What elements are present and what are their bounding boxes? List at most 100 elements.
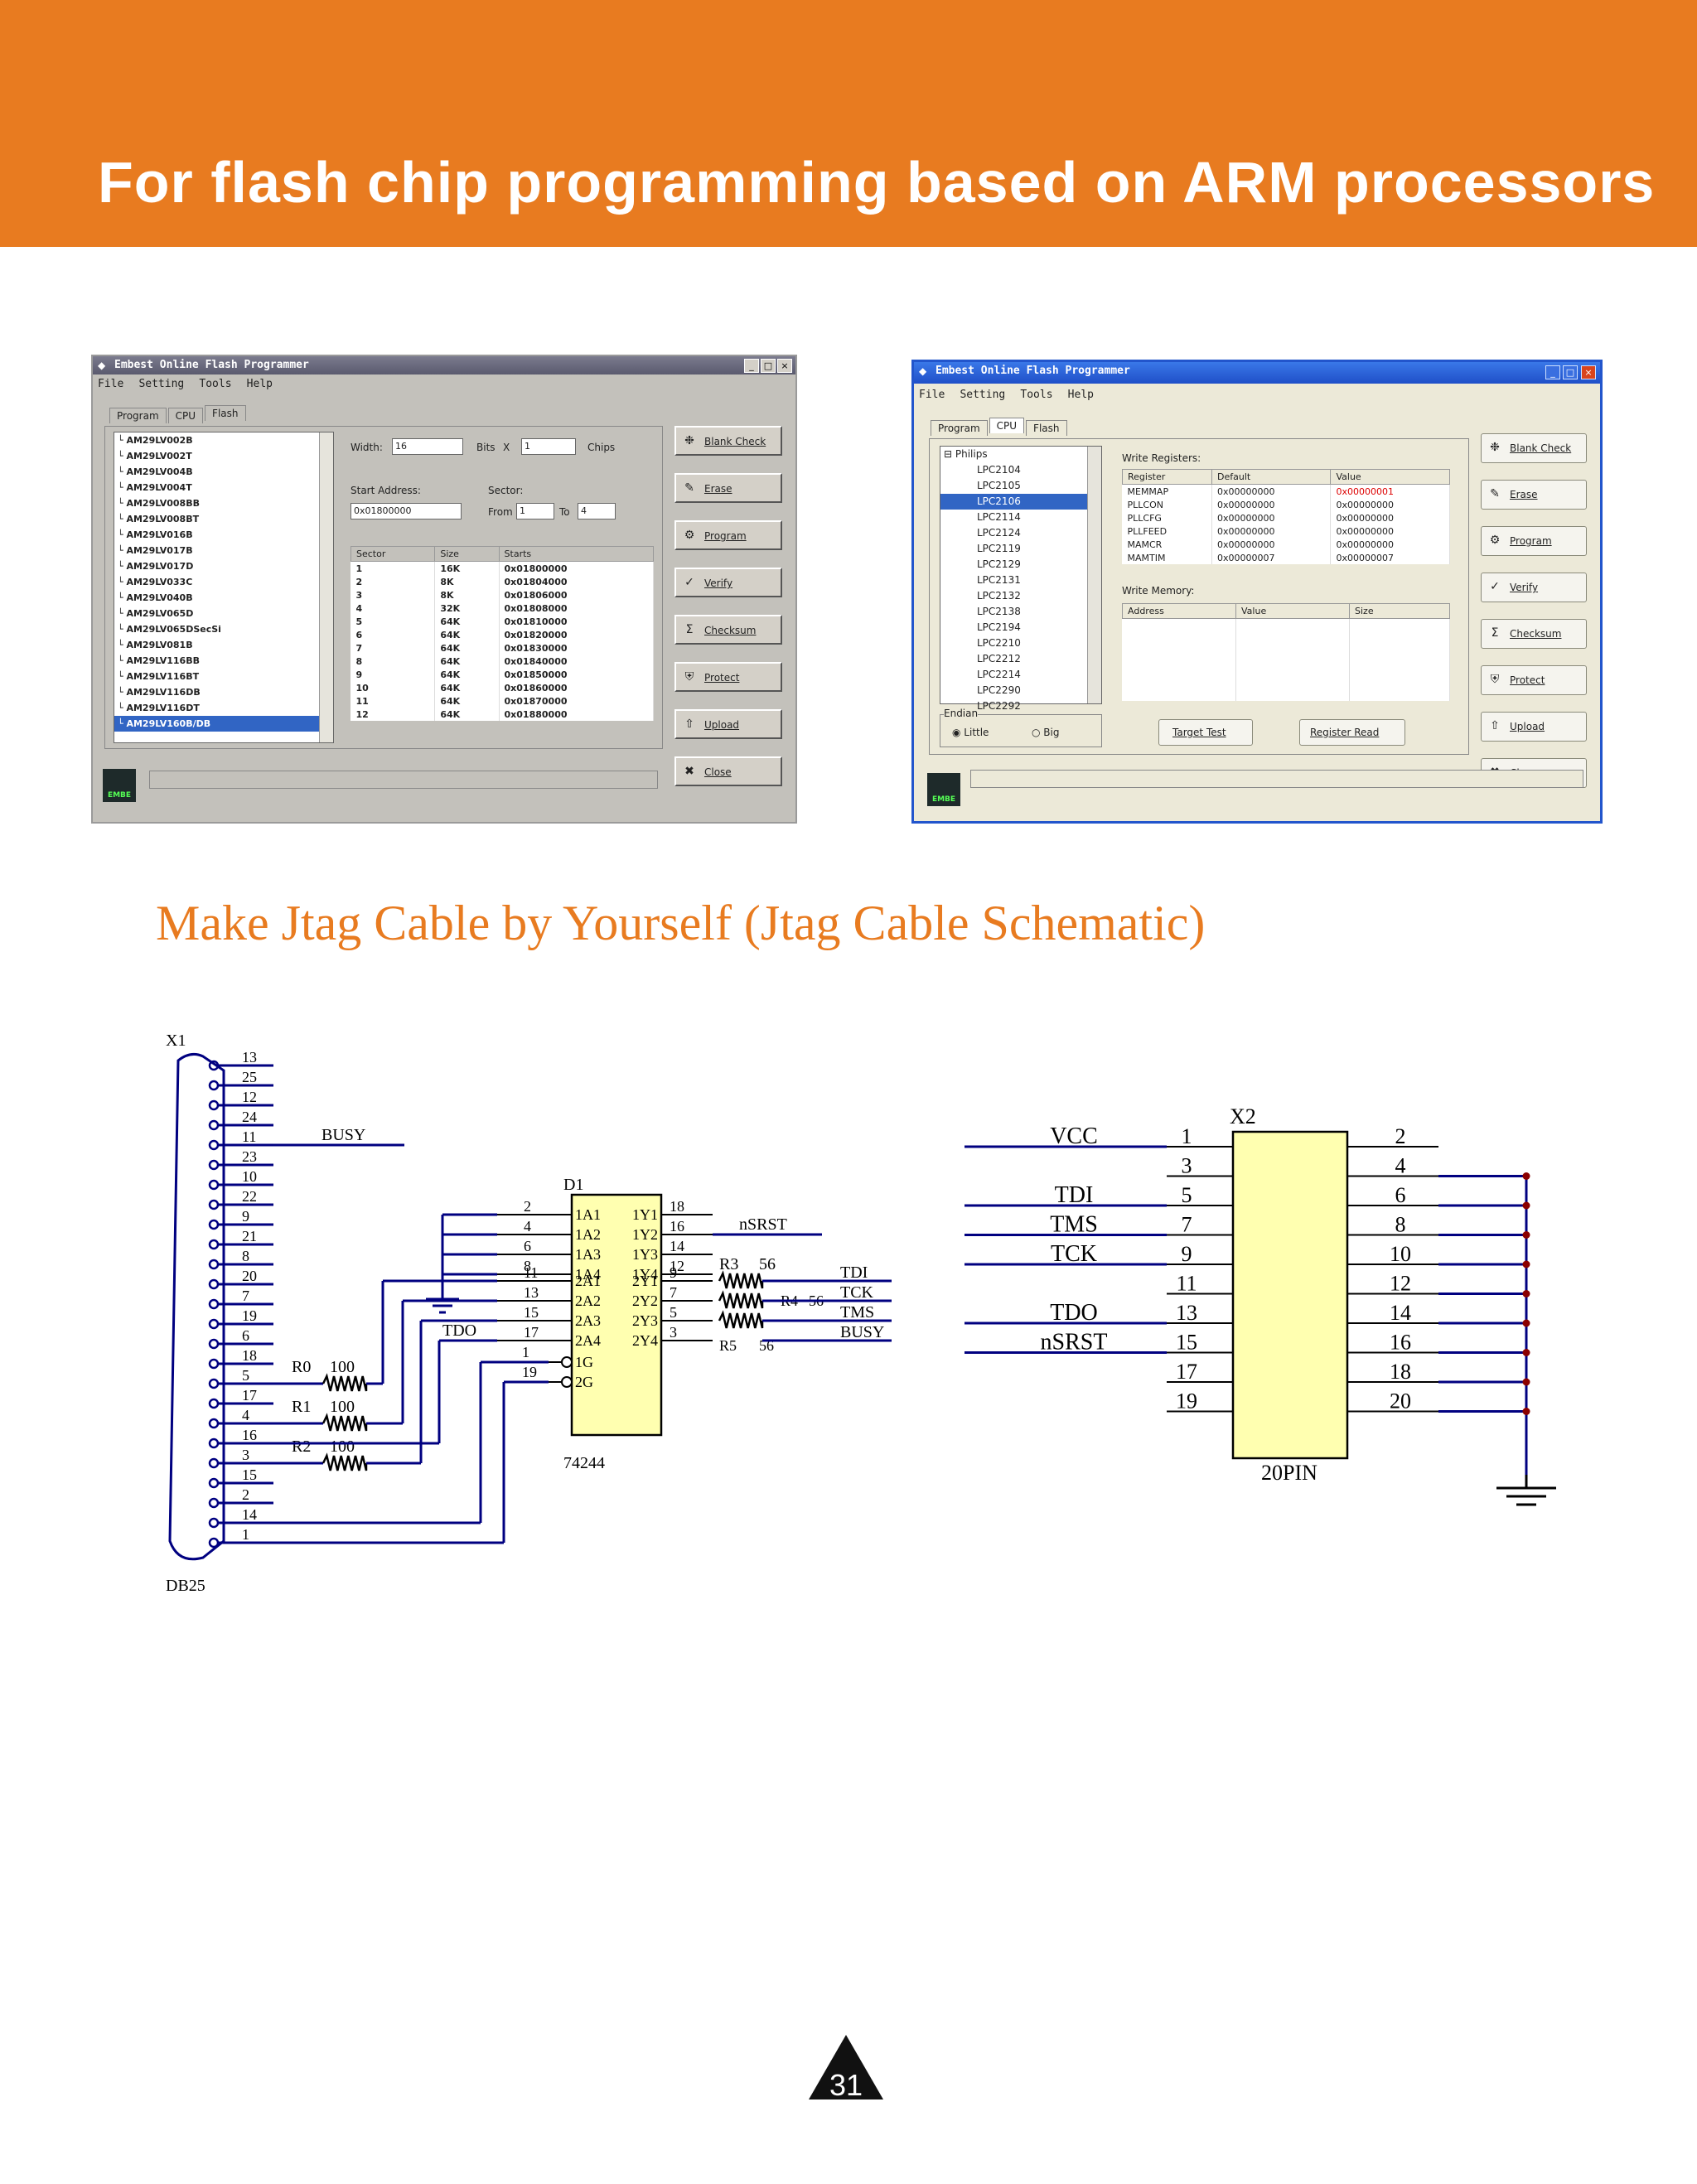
cpu-item-lpc2290[interactable]: LPC2290 (977, 684, 1021, 696)
column-default[interactable]: Default (1211, 469, 1332, 485)
cpu-item-lpc2132[interactable]: LPC2132 (977, 590, 1021, 602)
chip-item-am29lv004t[interactable]: └ AM29LV004T (118, 482, 192, 493)
target-test-button[interactable]: Target Test (1158, 719, 1253, 746)
tab-cpu[interactable]: CPU (989, 418, 1025, 433)
upload-button[interactable]: ⇧Upload (1481, 712, 1587, 742)
chip-item-am29lv065d[interactable]: └ AM29LV065D (118, 608, 194, 619)
erase-button[interactable]: ✎Erase (674, 473, 782, 503)
verify-button[interactable]: ✓Verify (1481, 573, 1587, 602)
tab-cpu[interactable]: CPU (167, 408, 204, 423)
cpu-item-lpc2194[interactable]: LPC2194 (977, 621, 1021, 633)
minimize-button[interactable]: _ (744, 359, 759, 373)
register-read-button[interactable]: Register Read (1299, 719, 1405, 746)
from-input[interactable]: 1 (516, 503, 554, 519)
chip-item-am29lv016b[interactable]: └ AM29LV016B (118, 529, 193, 540)
chip-item-am29lv008bt[interactable]: └ AM29LV008BT (118, 514, 200, 524)
close-button[interactable]: × (1581, 365, 1596, 379)
cpu-item-lpc2210[interactable]: LPC2210 (977, 637, 1021, 649)
chip-list[interactable]: └ AM29LV002B└ AM29LV002T└ AM29LV004B└ AM… (114, 432, 334, 743)
close-button[interactable]: × (777, 359, 792, 373)
chip-item-am29lv081b[interactable]: └ AM29LV081B (118, 640, 193, 650)
menu-file[interactable]: File (98, 378, 124, 390)
cpu-item-lpc2106[interactable]: LPC2106 (940, 494, 1101, 510)
column-size[interactable]: Size (1349, 603, 1450, 619)
cpu-tree-scrollbar[interactable] (1087, 447, 1101, 703)
to-input[interactable]: 4 (578, 503, 616, 519)
menu-help[interactable]: Help (246, 378, 273, 390)
chip-item-am29lv008bb[interactable]: └ AM29LV008BB (118, 498, 200, 509)
endian-little-radio[interactable]: ◉ Little (952, 727, 989, 738)
close-button[interactable]: ✖Close (674, 756, 782, 786)
chip-item-am29lv033c[interactable]: └ AM29LV033C (118, 577, 193, 587)
cpu-item-lpc2138[interactable]: LPC2138 (977, 606, 1021, 617)
cpu-item-lpc2212[interactable]: LPC2212 (977, 653, 1021, 664)
chip-item-am29lv017b[interactable]: └ AM29LV017B (118, 545, 193, 556)
cpu-item-lpc2131[interactable]: LPC2131 (977, 574, 1021, 586)
menu-setting[interactable]: Setting (960, 389, 1006, 401)
tab-flash[interactable]: Flash (1026, 420, 1067, 436)
program-button[interactable]: ⚙Program (674, 520, 782, 550)
column-starts[interactable]: Starts (498, 546, 655, 562)
endian-big-radio[interactable]: ○ Big (1032, 727, 1060, 738)
cpu-item-lpc2104[interactable]: LPC2104 (977, 464, 1021, 476)
erase-button[interactable]: ✎Erase (1481, 480, 1587, 510)
width-select[interactable]: 16 (392, 438, 463, 455)
chip-list-scrollbar[interactable] (319, 432, 333, 742)
column-register[interactable]: Register (1122, 469, 1212, 485)
protect-button[interactable]: ⛨Protect (674, 662, 782, 692)
menu-tools[interactable]: Tools (1020, 389, 1053, 401)
cpu-item-lpc2105[interactable]: LPC2105 (977, 480, 1021, 491)
chip-item-am29lv002t[interactable]: └ AM29LV002T (118, 451, 192, 461)
chip-item-am29lv040b[interactable]: └ AM29LV040B (118, 592, 193, 603)
chip-item-am29lv017d[interactable]: └ AM29LV017D (118, 561, 194, 572)
chip-item-am29lv116bt[interactable]: └ AM29LV116BT (118, 671, 200, 682)
minimize-button[interactable]: _ (1545, 365, 1560, 379)
maximize-button[interactable]: □ (1563, 365, 1578, 379)
protect-button[interactable]: ⛨Protect (1481, 665, 1587, 695)
menu-tools[interactable]: Tools (199, 378, 232, 390)
column-address[interactable]: Address (1122, 603, 1236, 619)
cpu-item-lpc2292[interactable]: LPC2292 (977, 700, 1021, 712)
column-size[interactable]: Size (434, 546, 500, 562)
menu-file[interactable]: File (919, 389, 945, 401)
column-sector[interactable]: Sector (350, 546, 436, 562)
chip-item-am29lv116bb[interactable]: └ AM29LV116BB (118, 655, 200, 666)
upload-button[interactable]: ⇧Upload (674, 709, 782, 739)
menu-setting[interactable]: Setting (138, 378, 185, 390)
start-address-input[interactable]: 0x01800000 (351, 503, 462, 519)
cpu-item-lpc2129[interactable]: LPC2129 (977, 558, 1021, 570)
maximize-button[interactable]: □ (761, 359, 776, 373)
cpu-item-lpc2214[interactable]: LPC2214 (977, 669, 1021, 680)
menu-help[interactable]: Help (1067, 389, 1094, 401)
tab-program[interactable]: Program (931, 420, 988, 436)
chip-item-am29lv116dt[interactable]: └ AM29LV116DT (118, 703, 200, 713)
cpu-item-lpc2119[interactable]: LPC2119 (977, 543, 1021, 554)
tab-program[interactable]: Program (109, 408, 167, 423)
chips-select[interactable]: 1 (521, 438, 576, 455)
chip-item-am29lv002b[interactable]: └ AM29LV002B (118, 435, 193, 446)
column-value[interactable]: Value (1235, 603, 1350, 619)
chip-item-am29lv116db[interactable]: └ AM29LV116DB (118, 687, 201, 698)
column-value[interactable]: Value (1330, 469, 1450, 485)
blank-check-button[interactable]: ❉Blank Check (674, 426, 782, 456)
tree-root-philips[interactable]: ⊟ Philips (944, 448, 988, 460)
